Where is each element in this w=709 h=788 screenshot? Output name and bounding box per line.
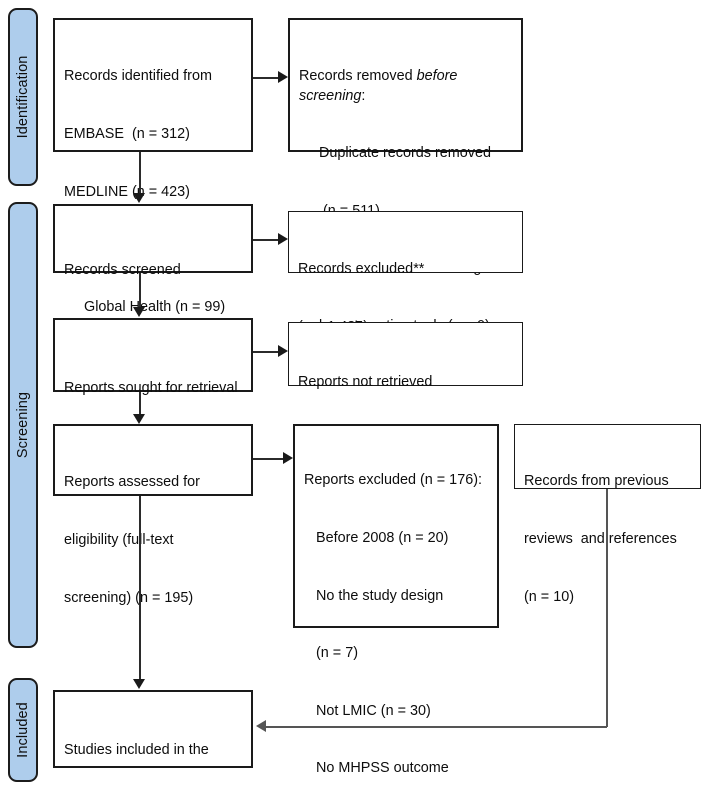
phase-bar-identification: Identification [8, 8, 38, 186]
phase-label-identification: Identification [15, 55, 31, 139]
arrowhead-identified-to-screened [133, 193, 145, 203]
records-removed-lead-italic: before screening [299, 68, 462, 104]
box-records-excluded: Records excluded** (n = 1,435) [288, 211, 523, 335]
box-records-removed: Records removed before screening: Duplic… [288, 18, 523, 334]
reports-excluded-line-6: No MHPSS outcome [304, 760, 449, 777]
phase-label-included: Included [15, 702, 31, 758]
records-previous-reviews-line-2: reviews and references [524, 531, 677, 548]
box-reports-excluded-text: Reports excluded (n = 176): Before 2008 … [304, 433, 491, 788]
arrowhead-assessed-to-excluded [283, 452, 293, 464]
reports-assessed-line-1: Reports assessed for [64, 474, 200, 491]
box-records-previous-reviews-text: Records from previous reviews and refere… [524, 434, 694, 645]
box-reports-assessed-text: Reports assessed for eligibility (full-t… [64, 435, 245, 646]
records-identified-line-3: MEDLINE (n = 423) [64, 183, 190, 200]
reports-excluded-line-3: No the study design [304, 587, 444, 604]
connector-screened-to-excluded [253, 239, 279, 241]
box-studies-included: Studies included in the review (n = 29) [53, 690, 253, 768]
phase-bar-included: Included [8, 678, 38, 782]
connector-identified-to-screened [139, 152, 141, 194]
records-previous-reviews-line-1: Records from previous [524, 473, 669, 490]
connector-previous-reviews-vertical [606, 489, 608, 727]
records-excluded-line-1: Records excluded** [298, 261, 425, 278]
reports-excluded-line-5: Not LMIC (n = 30) [304, 702, 431, 719]
records-removed-lead-plain: Records removed [299, 68, 417, 85]
reports-excluded-line-2: Before 2008 (n = 20) [304, 530, 449, 547]
records-removed-line-3: Duplicate records removed [299, 145, 491, 162]
box-reports-sought: Reports sought for retrieval (n = 212) [53, 318, 253, 454]
arrowhead-identified-to-removed [278, 71, 288, 83]
connector-assessed-to-excluded [253, 458, 284, 460]
box-records-previous-reviews: Records from previous reviews and refere… [514, 424, 701, 605]
box-reports-excluded: Reports excluded (n = 176): Before 2008 … [293, 424, 499, 776]
box-records-screened: Records screened (n = 1,647) [53, 204, 253, 336]
reports-excluded-line-1: Reports excluded (n = 176): [304, 472, 482, 489]
arrowhead-sought-to-not-retrieved [278, 345, 288, 357]
phase-bar-screening: Screening [8, 202, 38, 648]
arrowhead-sought-to-assessed [133, 414, 145, 424]
reports-assessed-line-2: eligibility (full-text [64, 532, 174, 549]
reports-excluded-line-4: (n = 7) [304, 645, 358, 662]
reports-assessed-line-3: screening) (n = 195) [64, 589, 194, 606]
connector-identified-to-removed [253, 77, 279, 79]
reports-sought-line-1: Reports sought for retrieval [64, 380, 238, 397]
records-identified-line-1: Records identified from [64, 68, 212, 85]
arrowhead-screened-to-sought [133, 307, 145, 317]
studies-included-line-1: Studies included in the [64, 742, 209, 759]
records-removed-lead: Records removed before screening: [299, 67, 515, 105]
connector-sought-to-not-retrieved [253, 351, 279, 353]
records-previous-reviews-line-3: (n = 10) [524, 588, 574, 605]
arrowhead-assessed-to-included [133, 679, 145, 689]
records-identified-line-2: EMBASE (n = 312) [64, 126, 190, 143]
box-reports-assessed: Reports assessed for eligibility (full-t… [53, 424, 253, 606]
phase-label-screening: Screening [15, 391, 31, 459]
connector-screened-to-sought [139, 273, 141, 309]
connector-assessed-to-included [139, 496, 141, 681]
arrowhead-screened-to-excluded [278, 233, 288, 245]
reports-not-retrieved-line-1: Reports not retrieved [298, 374, 433, 391]
connector-sought-to-assessed [139, 392, 141, 417]
records-removed-lead-colon: : [361, 87, 366, 104]
connector-previous-reviews-horizontal [266, 726, 607, 728]
box-studies-included-text: Studies included in the review (n = 29) [64, 703, 245, 788]
box-records-identified: Records identified from EMBASE (n = 312)… [53, 18, 253, 372]
box-reports-not-retrieved: Reports not retrieved (n = 17) [288, 322, 523, 448]
records-screened-line-1: Records screened [64, 262, 181, 279]
arrowhead-previous-reviews-to-included [256, 720, 266, 732]
